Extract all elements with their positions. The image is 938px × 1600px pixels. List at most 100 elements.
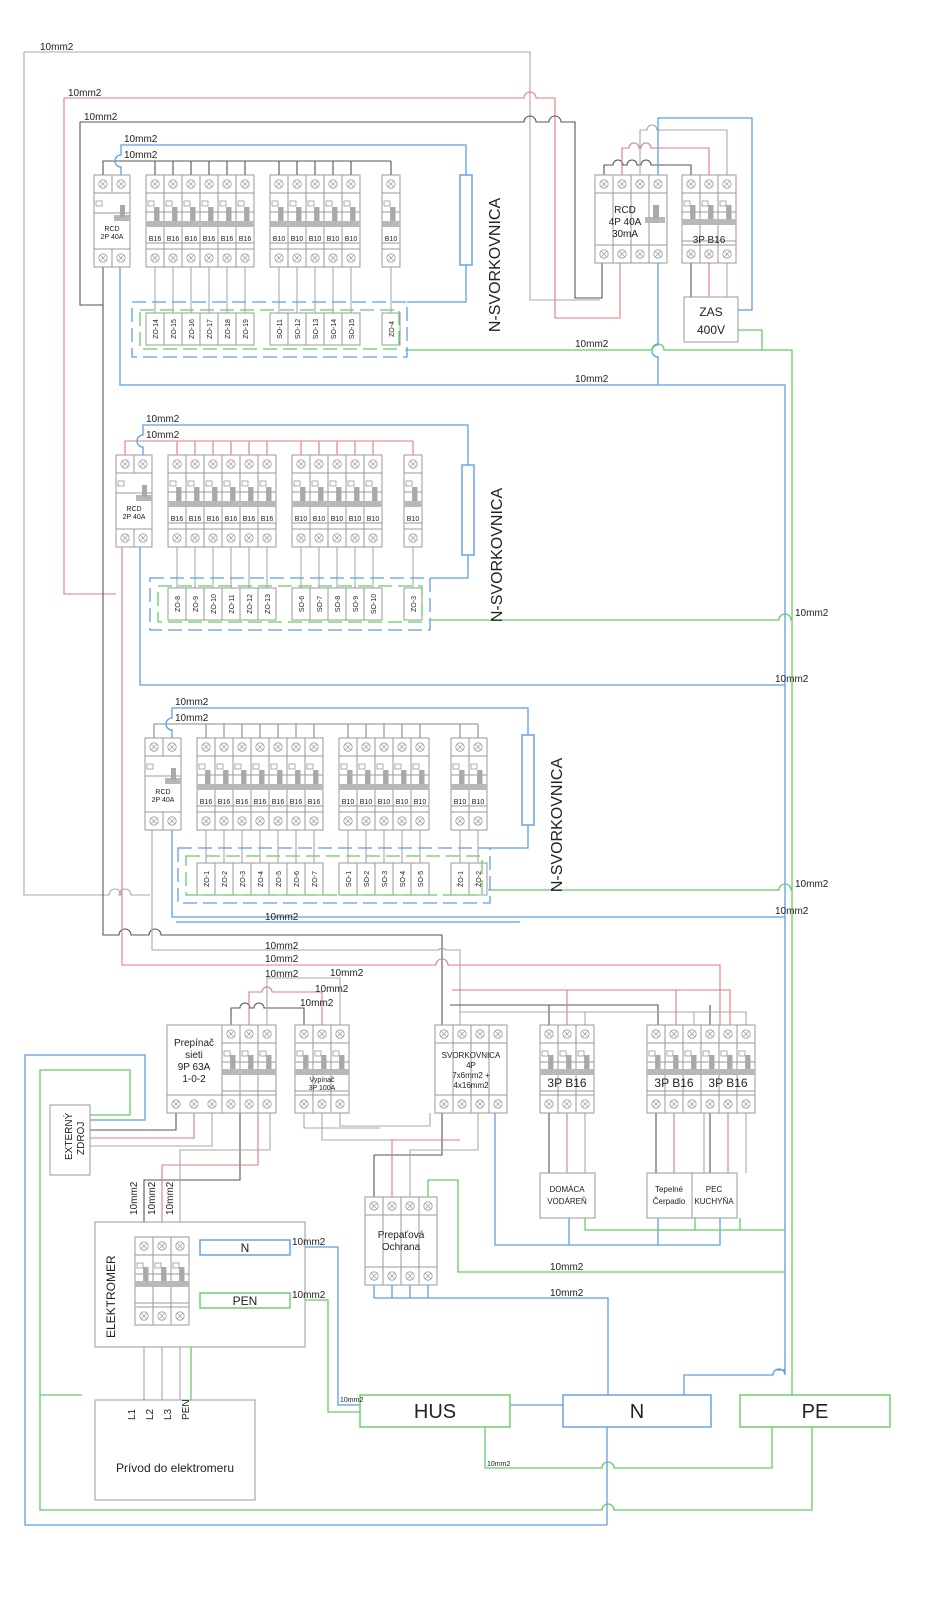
terminal-screw-icon xyxy=(201,742,211,752)
terminal-screw-icon xyxy=(244,459,254,469)
terminal-screw-icon xyxy=(439,1029,449,1039)
electricity-meter[interactable] xyxy=(134,1236,190,1326)
screw-cross xyxy=(370,461,376,467)
toggle-handle xyxy=(354,487,360,501)
mcb-oven[interactable] xyxy=(700,1024,756,1114)
network-switch-9p-63a[interactable] xyxy=(221,1024,277,1114)
toggle-handle xyxy=(548,1055,554,1069)
terminal-screw-icon xyxy=(599,179,609,189)
terminal-screw-icon xyxy=(201,816,211,826)
terminal-block-4p[interactable] xyxy=(434,1024,508,1114)
wire xyxy=(373,1113,443,1197)
mcb-group-1-1[interactable] xyxy=(145,174,255,268)
circuit-label: ZO-1 xyxy=(204,871,211,887)
rcd-to-mcb-l3 xyxy=(639,124,728,175)
terminal-screw-icon xyxy=(314,459,324,469)
circuit-terminal xyxy=(341,312,361,346)
mcb-water-pump[interactable] xyxy=(539,1024,595,1114)
n-bar xyxy=(562,1394,712,1428)
mcb-rating: B10 xyxy=(454,799,467,806)
circuit-label: SO-3 xyxy=(382,871,389,887)
screw-cross xyxy=(477,1031,483,1037)
toggle-handle xyxy=(314,207,320,221)
wire-label: 10mm2 xyxy=(487,1461,510,1468)
screw-cross xyxy=(457,744,463,750)
screw-cross xyxy=(203,744,209,750)
wire-label: 10mm2 xyxy=(575,374,609,385)
indicator-window xyxy=(719,200,727,207)
terminal-screw-icon xyxy=(116,253,126,263)
wire-label: 10mm2 xyxy=(795,879,829,890)
terminal-screw-icon xyxy=(379,816,389,826)
mcb-group-2-2[interactable] xyxy=(291,454,383,548)
load-water-pump xyxy=(539,1172,596,1219)
terminal-screw-icon xyxy=(186,179,196,189)
earth-zone-outline xyxy=(185,855,483,896)
circuit-label: ZO-13 xyxy=(265,594,272,614)
socket-line1: ZAS xyxy=(699,305,722,319)
terminal-screw-icon xyxy=(544,1029,554,1039)
feed-l-label: 10mm2 xyxy=(146,430,180,441)
switch-line1: Prepínač xyxy=(174,1038,214,1049)
screw-cross xyxy=(257,744,263,750)
toggle-handle xyxy=(300,487,306,501)
rcd-2p-panel-2[interactable] xyxy=(115,454,153,548)
terminal-screw-icon xyxy=(386,253,396,263)
n-terminal-block xyxy=(459,174,473,266)
indicator-window xyxy=(169,480,177,487)
ext-neutral xyxy=(24,1054,607,1526)
terminal-screw-icon xyxy=(317,1099,327,1109)
screw-cross xyxy=(151,818,157,824)
mcb-group-2-1[interactable] xyxy=(167,454,277,548)
terminal-screw-icon xyxy=(190,533,200,543)
toggle-handle xyxy=(205,770,211,784)
screw-cross xyxy=(311,744,317,750)
terminal-screw-icon xyxy=(350,533,360,543)
bus-l3 xyxy=(151,830,461,1025)
load-oven xyxy=(691,1172,738,1219)
indicator-window xyxy=(648,1050,656,1057)
terminal-screw-icon xyxy=(150,253,160,263)
indicator-window xyxy=(165,200,173,207)
handle-bar xyxy=(645,217,665,223)
n-terminal-block xyxy=(461,464,475,556)
indicator-window xyxy=(183,200,191,207)
screw-cross xyxy=(169,818,175,824)
mcb-group-2-3[interactable] xyxy=(403,454,423,548)
terminal-screw-icon xyxy=(335,1099,345,1109)
toggle-handle xyxy=(303,1055,309,1069)
mcb-group-3-3[interactable] xyxy=(450,737,488,831)
toggle-handle xyxy=(230,487,236,501)
mcb-group-1-2[interactable] xyxy=(269,174,361,268)
indicator-window xyxy=(559,1050,567,1057)
terminal-screw-icon xyxy=(653,179,663,189)
rcd-2p-panel-1[interactable] xyxy=(93,174,131,268)
load-l2 xyxy=(452,989,731,1025)
mcb-heat-pump[interactable] xyxy=(646,1024,702,1114)
indicator-window xyxy=(311,480,319,487)
terminal-screw-icon xyxy=(138,533,148,543)
circuit-label: SO-7 xyxy=(317,596,324,612)
mcb-group-3-1[interactable] xyxy=(196,737,324,831)
mcb-group-3-2[interactable] xyxy=(338,737,430,831)
indicator-window xyxy=(325,200,333,207)
rcd-2p-panel-3[interactable] xyxy=(144,737,182,831)
screw-cross xyxy=(637,251,643,257)
terminal-screw-icon xyxy=(580,1099,590,1109)
screw-cross xyxy=(381,744,387,750)
indicator-window xyxy=(720,1050,728,1057)
mcb-3p-b16-top[interactable] xyxy=(681,174,737,264)
rcd-to-mcb-l2 xyxy=(621,142,710,175)
mcb-rating: B10 xyxy=(360,799,373,806)
screw-cross xyxy=(264,461,270,467)
terminal-screw-icon xyxy=(317,1029,327,1039)
disconnector-3p-100a[interactable] xyxy=(294,1024,350,1114)
screw-cross xyxy=(459,1031,465,1037)
toggle-handle xyxy=(212,487,218,501)
mcb-group-1-3[interactable] xyxy=(381,174,401,268)
surge-protector[interactable] xyxy=(364,1196,438,1286)
load-pe xyxy=(584,1218,785,1231)
bus-l1 xyxy=(102,262,443,1025)
terminal-screw-icon xyxy=(208,533,218,543)
